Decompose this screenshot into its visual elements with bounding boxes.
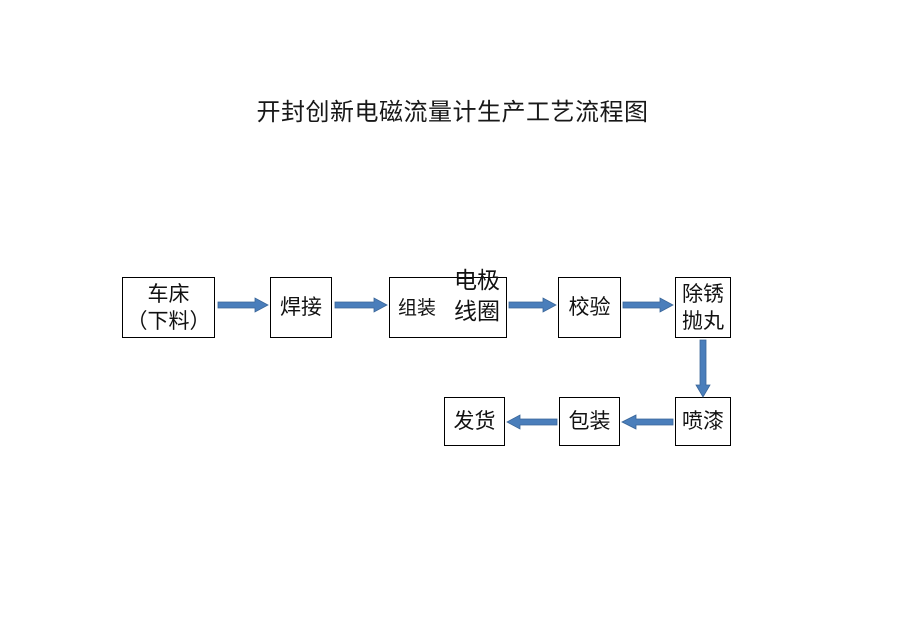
flow-node-painting-label: 喷漆	[682, 409, 724, 433]
flow-arrow-assembly-to-calibration-icon	[508, 297, 557, 313]
flow-node-assembly-label-left: 组装	[398, 296, 437, 319]
flow-node-assembly-label-right: 电极 线圈	[454, 268, 500, 325]
flow-node-welding-label: 焊接	[280, 295, 322, 319]
flow-node-calibration[interactable]: 校验	[558, 277, 621, 338]
flow-node-shipping[interactable]: 发货	[444, 397, 505, 446]
flow-node-lathe[interactable]: 车床 （下料）	[122, 277, 215, 338]
flow-arrow-derusting-to-painting-icon	[695, 339, 711, 398]
flow-node-calibration-label: 校验	[568, 295, 611, 319]
flow-node-painting[interactable]: 喷漆	[675, 397, 731, 446]
flow-node-assembly[interactable]: 组装 电极 线圈	[389, 268, 507, 338]
flow-arrow-packaging-to-shipping-icon	[506, 414, 558, 430]
flow-node-assembly-inner: 组装 电极 线圈	[396, 268, 506, 337]
flow-node-packaging-label: 包装	[568, 409, 611, 433]
flow-arrow-lathe-to-welding-icon	[217, 297, 269, 313]
flow-arrow-painting-to-packaging-icon	[621, 414, 674, 430]
page-title: 开封创新电磁流量计生产工艺流程图	[256, 98, 649, 126]
flow-node-packaging[interactable]: 包装	[559, 397, 620, 446]
flow-node-shipping-label: 发货	[453, 409, 496, 433]
flow-arrow-calibration-to-derusting-icon	[622, 297, 674, 313]
flow-node-derusting[interactable]: 除锈 抛丸	[675, 277, 731, 338]
flow-node-lathe-label: 车床 （下料）	[126, 281, 211, 333]
flow-arrow-welding-to-assembly-icon	[334, 297, 388, 313]
flow-node-welding[interactable]: 焊接	[270, 277, 332, 338]
flow-node-derusting-label: 除锈 抛丸	[682, 281, 724, 333]
